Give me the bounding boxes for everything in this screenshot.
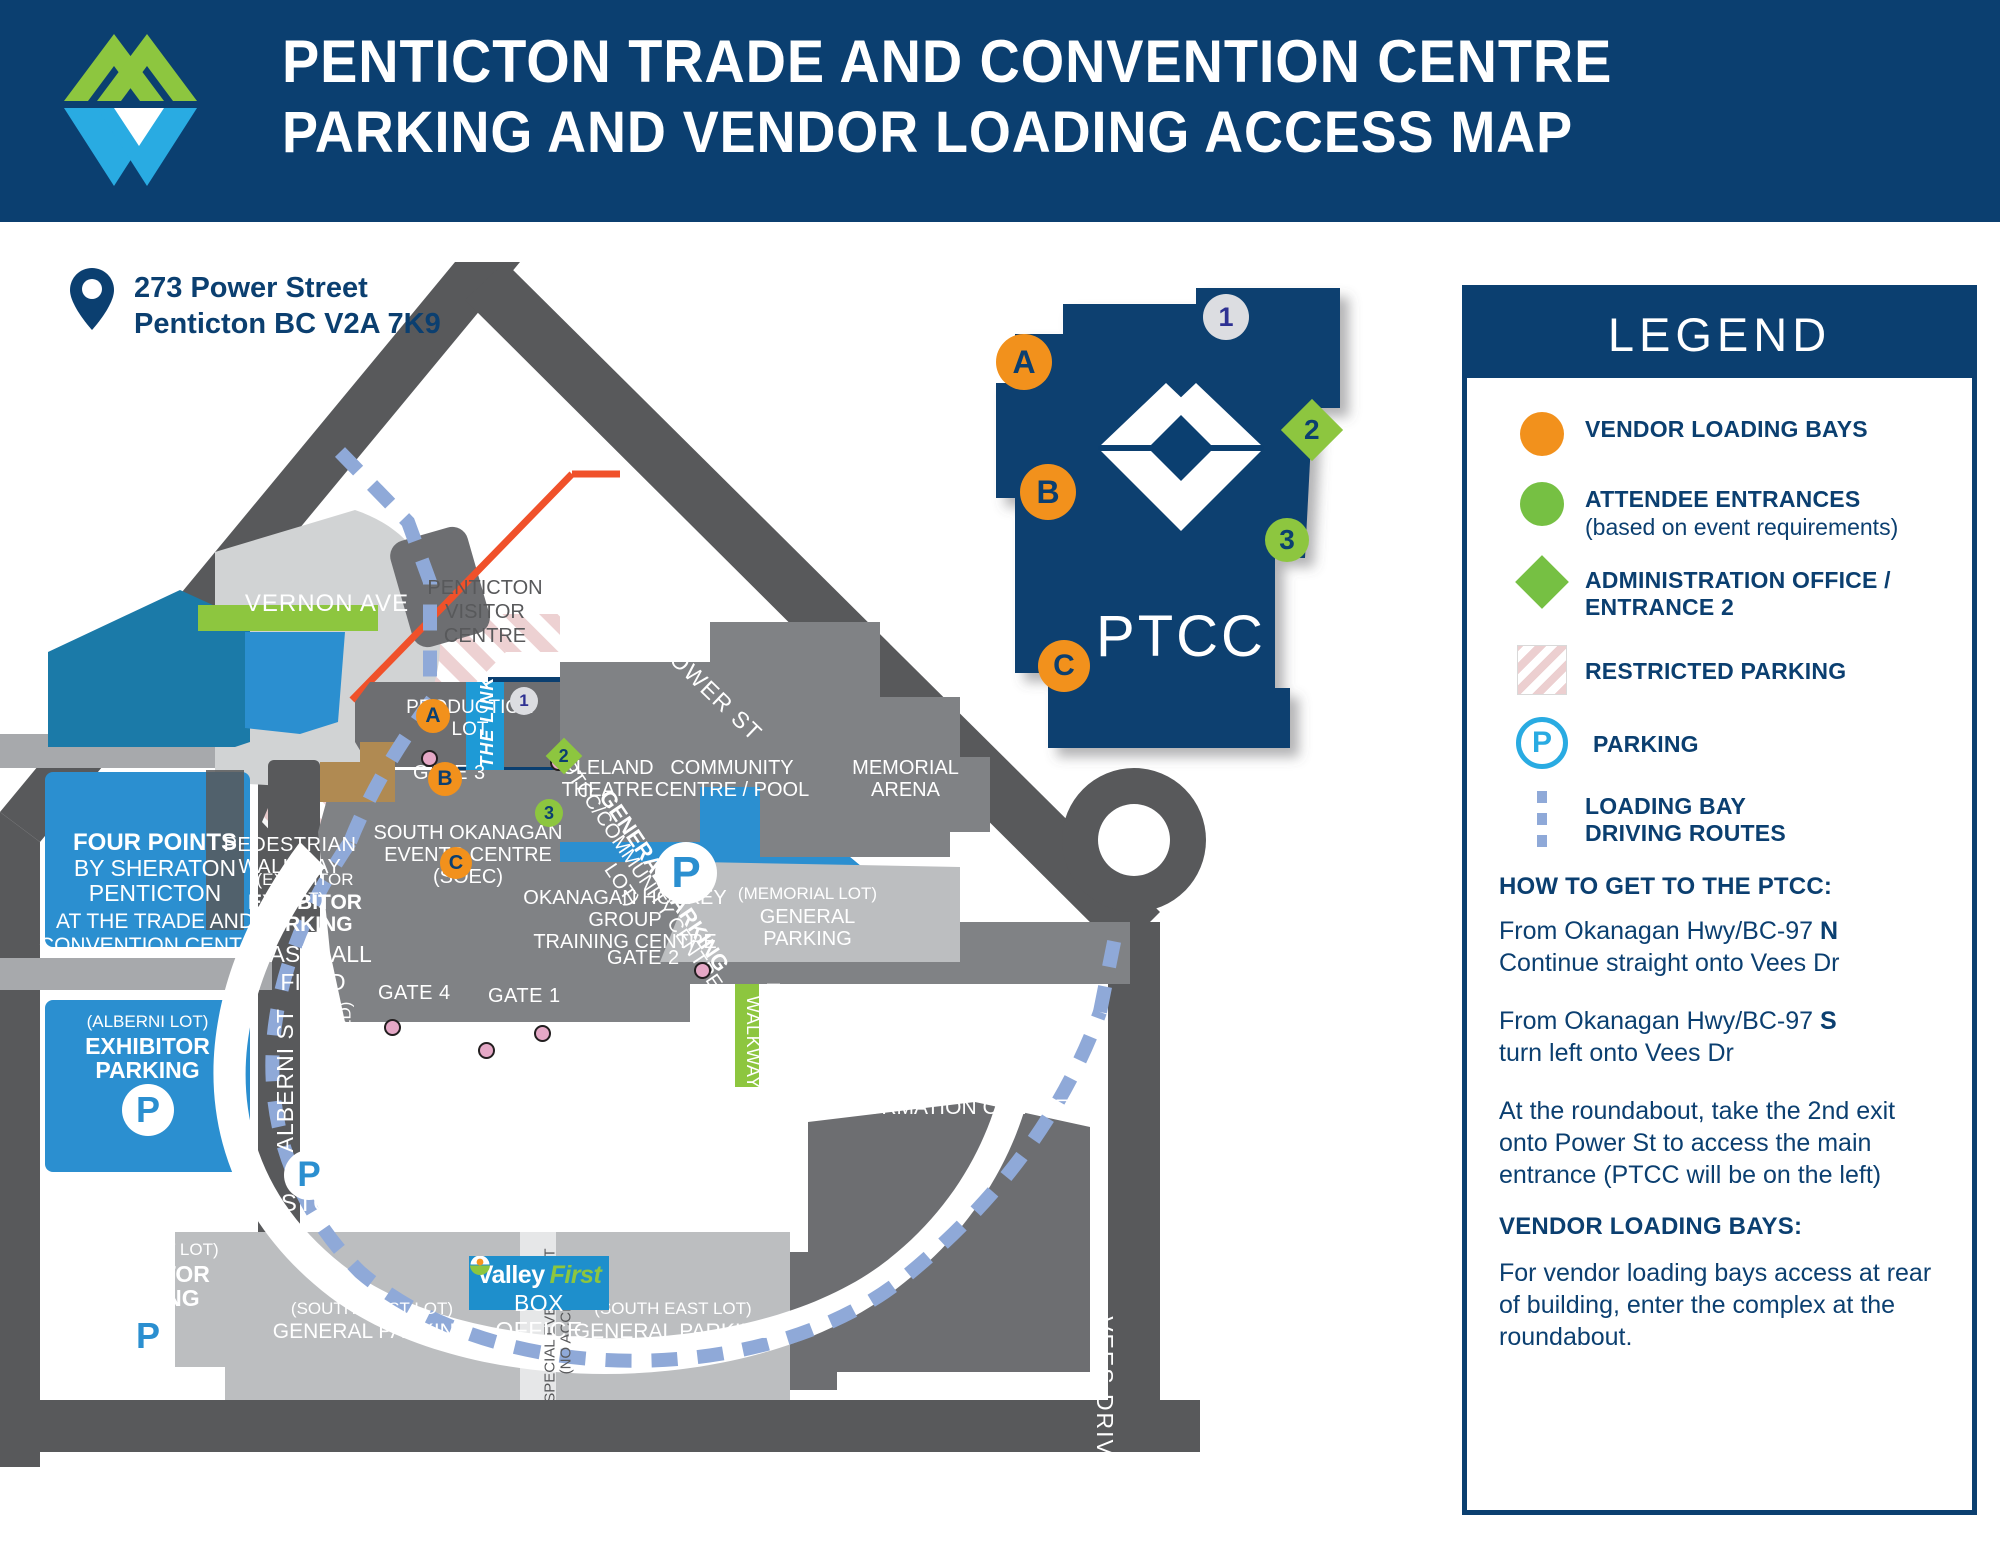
legend-label-attendee: ATTENDEE ENTRANCES xyxy=(1585,486,1861,512)
inset-marker-1[interactable]: 1 xyxy=(1203,294,1249,340)
address-line-1: 273 Power Street xyxy=(134,272,368,304)
pedestrian-walkway-horizontal xyxy=(198,605,378,631)
map-marker-3[interactable]: 3 xyxy=(535,799,563,827)
valley-first-brand-2: First xyxy=(549,1261,602,1289)
alberni-lot-shape xyxy=(45,772,250,947)
legend-label-admin-2: ENTRANCE 2 xyxy=(1585,594,1734,620)
directions-paragraph-roundabout: At the roundabout, take the 2nd exit ont… xyxy=(1499,1097,1896,1189)
ptcc-logo-icon xyxy=(64,34,197,186)
legend-item-parking: P PARKING xyxy=(1499,717,1946,769)
gate-1-dot xyxy=(534,1025,551,1042)
directions-block: HOW TO GET TO THE PTCC: From Okanagan Hw… xyxy=(1467,867,1972,1353)
legend-label-routes-2: DRIVING ROUTES xyxy=(1585,820,1786,846)
map-pin-icon xyxy=(70,268,114,330)
inset-connector-line xyxy=(349,471,575,703)
parking-p-icon: P xyxy=(1516,717,1568,769)
inset-marker-3[interactable]: 3 xyxy=(1265,518,1309,562)
parking-icon-exhibitor-lot: P xyxy=(284,1150,334,1200)
parking-icon-general-lot: P xyxy=(655,842,717,904)
legend-label-parking: PARKING xyxy=(1593,731,1699,757)
parking-icon-eckhardt-lot: P xyxy=(122,1310,174,1362)
address-block: 273 Power Street Penticton BC V2A 7K9 xyxy=(68,266,441,342)
legend-item-loading-routes: LOADING BAY DRIVING ROUTES xyxy=(1499,791,1946,849)
legend-sublabel-attendee: (based on event requirements) xyxy=(1585,514,1899,540)
valley-first-logo-icon xyxy=(469,1256,491,1275)
map-marker-B[interactable]: B xyxy=(428,762,462,796)
parking-icon-alberni-lot: P xyxy=(122,1084,174,1136)
orange-circle-icon xyxy=(1520,412,1564,456)
the-link-shape xyxy=(466,682,504,774)
legend-item-attendee-entrances: ATTENDEE ENTRANCES (based on event requi… xyxy=(1499,482,1946,541)
gate-3-dot xyxy=(421,750,438,767)
inset-marker-A[interactable]: A xyxy=(996,334,1052,390)
map-marker-A[interactable]: A xyxy=(416,699,450,733)
south-west-lot-shape xyxy=(175,1232,520,1400)
directions-paragraph-vendor: For vendor loading bays access at rear o… xyxy=(1499,1259,1932,1351)
green-diamond-icon xyxy=(1515,555,1569,609)
memorial-arena-shape xyxy=(760,727,990,857)
legend-item-vendor-loading-bays: VENDOR LOADING BAYS xyxy=(1499,412,1946,456)
map-vector-layer xyxy=(0,262,1206,1467)
gate-1b-dot xyxy=(478,1042,495,1059)
header-title-line1: PENTICTON TRADE AND CONVENTION CENTRE xyxy=(282,28,1613,95)
gate-2-dot xyxy=(694,962,711,979)
map-marker-C[interactable]: C xyxy=(440,847,472,879)
exhibitor-lot-shape xyxy=(245,632,345,734)
directions-paragraph-south: From Okanagan Hwy/BC-97 S turn left onto… xyxy=(1499,1007,1837,1067)
map-marker-1[interactable]: 1 xyxy=(510,687,538,715)
legend-label-vendor: VENDOR LOADING BAYS xyxy=(1585,416,1868,442)
directions-heading: HOW TO GET TO THE PTCC: xyxy=(1499,873,1833,900)
green-circle-icon xyxy=(1520,482,1564,526)
legend-item-administration-office: ADMINISTRATION OFFICE / ENTRANCE 2 xyxy=(1499,555,1946,621)
hatch-swatch-icon xyxy=(1517,645,1567,695)
penticton-visitor-centre-shape xyxy=(390,526,490,648)
box-office-label: BOX OFFICE xyxy=(495,1290,583,1343)
ptcc-inset: PTCC A B C 1 2 3 xyxy=(960,218,1410,818)
inset-marker-C[interactable]: C xyxy=(1038,640,1090,692)
ptcc-inset-logo-icon xyxy=(1098,383,1264,531)
header-title-line2: PARKING AND VENDOR LOADING ACCESS MAP xyxy=(282,100,1574,165)
directions-heading-vendor: VENDOR LOADING BAYS: xyxy=(1499,1213,1803,1240)
memorial-lot-shape xyxy=(660,862,960,962)
gate-4-dot xyxy=(384,1019,401,1036)
interior-ring-road xyxy=(213,842,1040,1374)
legend-label-routes-1: LOADING BAY xyxy=(1585,793,1747,819)
page-header: PENTICTON TRADE AND CONVENTION CENTRE PA… xyxy=(0,0,2000,222)
address-line-2: Penticton BC V2A 7K9 xyxy=(134,308,441,340)
directions-paragraph-north: From Okanagan Hwy/BC-97 N Continue strai… xyxy=(1499,917,1840,977)
ptcc-inset-title: PTCC xyxy=(1096,604,1266,669)
legend-item-restricted-parking: RESTRICTED PARKING xyxy=(1499,645,1946,695)
inset-marker-B[interactable]: B xyxy=(1020,464,1076,520)
legend-label-restricted: RESTRICTED PARKING xyxy=(1585,658,1847,684)
legend-panel: LEGEND VENDOR LOADING BAYS ATTENDEE ENTR… xyxy=(1462,285,1977,1515)
legend-label-admin-1: ADMINISTRATION OFFICE / xyxy=(1585,567,1891,593)
dashed-route-icon xyxy=(1537,791,1547,849)
legend-title: LEGEND xyxy=(1467,290,1972,378)
